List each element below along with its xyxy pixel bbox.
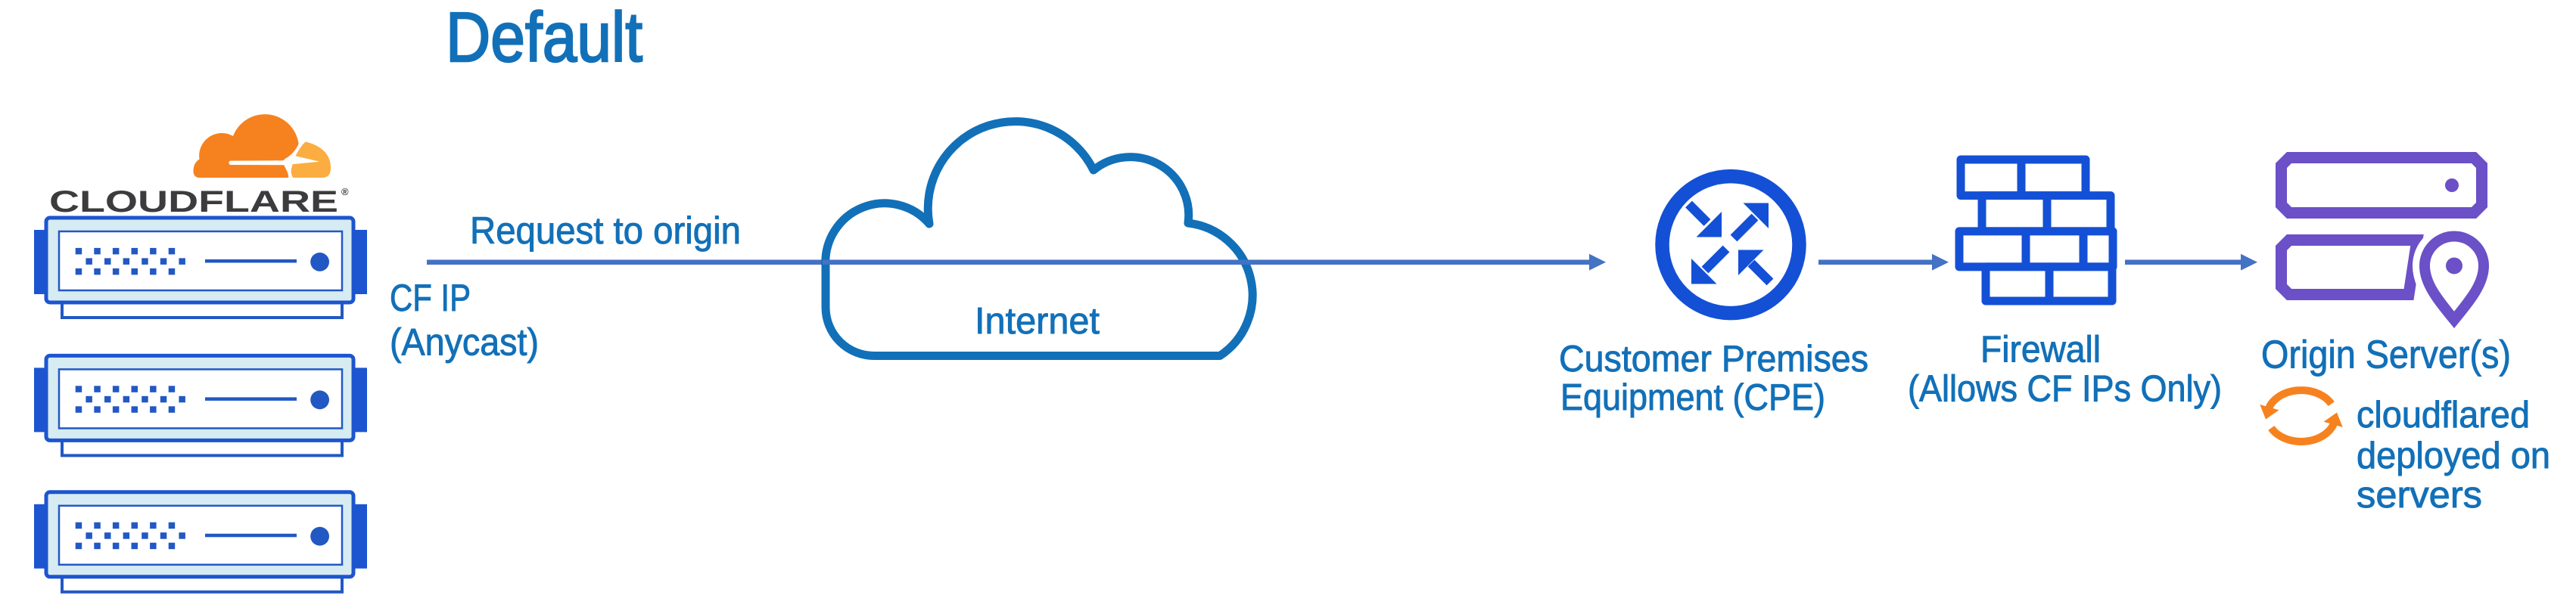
svg-text:Firewall: Firewall — [1980, 330, 2101, 371]
svg-text:Origin Server(s): Origin Server(s) — [2261, 333, 2511, 377]
svg-text:CLOUDFLARE: CLOUDFLARE — [49, 185, 338, 219]
svg-text:CF IP: CF IP — [390, 277, 471, 319]
svg-text:Customer Premises: Customer Premises — [1559, 339, 1868, 380]
svg-text:deployed on: deployed on — [2357, 436, 2550, 476]
svg-text:Equipment (CPE): Equipment (CPE) — [1560, 377, 1825, 418]
svg-text:Default: Default — [446, 0, 642, 76]
svg-text:cloudflared: cloudflared — [2357, 395, 2530, 436]
svg-text:servers: servers — [2357, 475, 2482, 516]
svg-text:(Anycast): (Anycast) — [390, 321, 539, 363]
svg-text:Request to origin: Request to origin — [470, 209, 741, 252]
svg-text:(Allows CF IPs Only): (Allows CF IPs Only) — [1908, 369, 2222, 410]
svg-text:Internet: Internet — [975, 301, 1100, 342]
svg-text:®: ® — [341, 186, 349, 197]
